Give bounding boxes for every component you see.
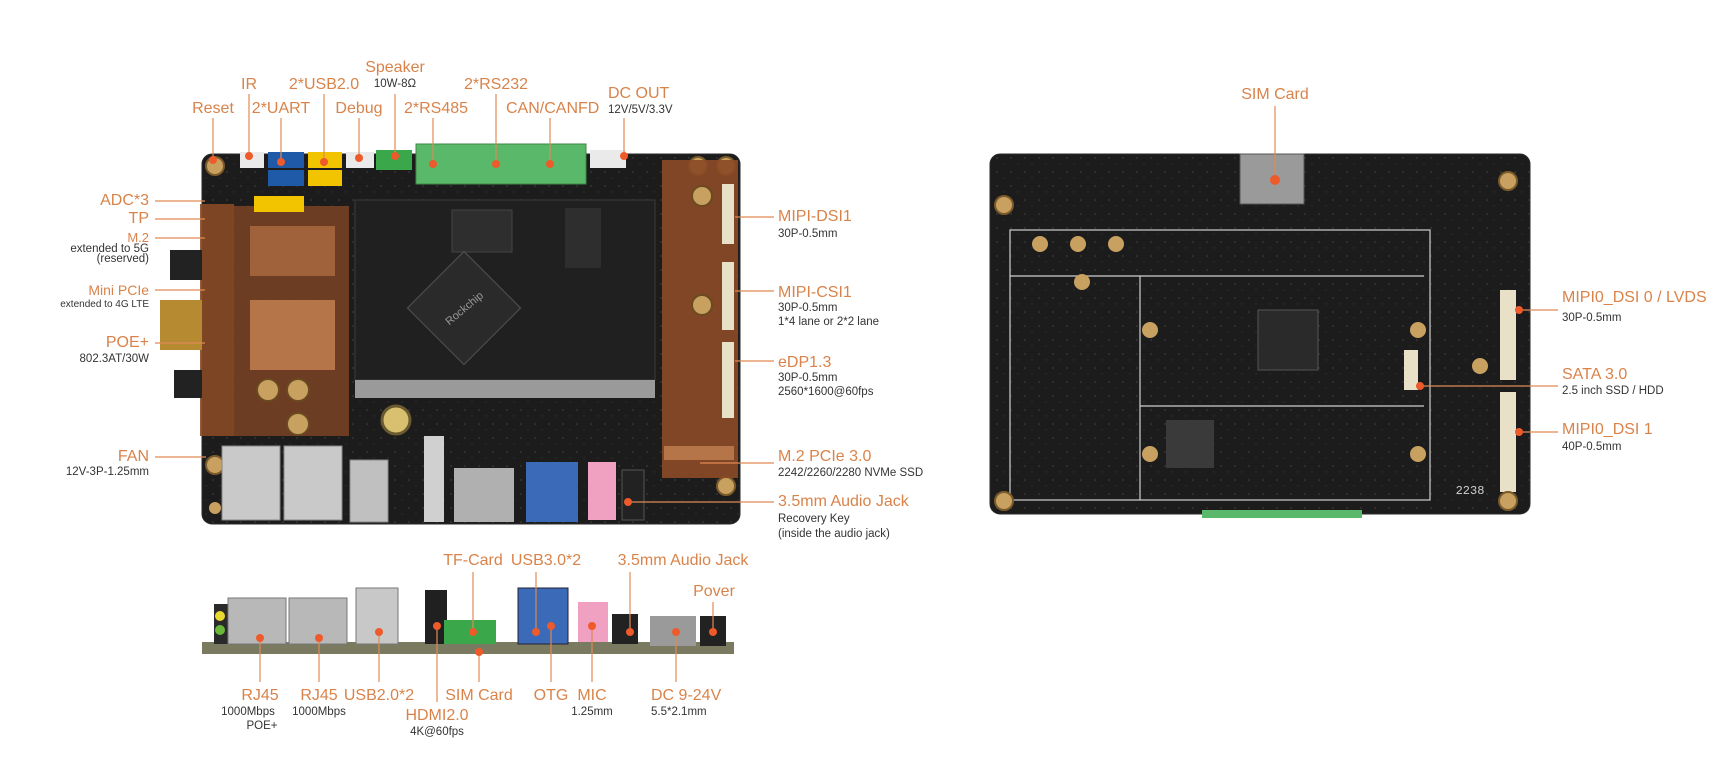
label-rj45-2-sub: 1000Mbps [292, 706, 346, 718]
label-otg: OTG [533, 687, 569, 704]
label-adc: ADC*3 [100, 192, 149, 209]
label-mipi-dsi1: MIPI-DSI1 [778, 208, 852, 225]
label-reset: Reset [192, 100, 234, 117]
label-sata-sub: 2.5 inch SSD / HDD [1562, 385, 1664, 397]
label-debug: Debug [335, 100, 383, 117]
label-usb20-front: USB2.0*2 [343, 687, 415, 704]
label-hdmi-sub: 4K@60fps [410, 726, 464, 738]
label-speaker-sub: 10W-8Ω [373, 78, 417, 90]
label-poe: POE+ [105, 334, 149, 351]
label-rj45-1-sub2: POE+ [246, 720, 278, 732]
label-fan-sub: 12V-3P-1.25mm [65, 466, 149, 478]
label-mipi0-dsi1-sub: 40P-0.5mm [1562, 441, 1622, 453]
label-m2-pcie-sub: 2242/2260/2280 NVMe SSD [778, 467, 924, 479]
label-audio-sub1: Recovery Key [778, 513, 850, 525]
label-mipi-csi1-sub1: 30P-0.5mm [778, 302, 838, 314]
label-audio-jack-top: 3.5mm Audio Jack [778, 493, 909, 510]
front-view-board [202, 587, 734, 654]
label-edp: eDP1.3 [778, 354, 832, 371]
label-usb30: USB3.0*2 [510, 552, 582, 569]
label-rs232: 2*RS232 [463, 76, 529, 93]
label-m2: M.2 [127, 230, 149, 245]
label-mic: MIC [577, 687, 607, 704]
label-rj45-1-sub1: 1000Mbps [221, 706, 275, 718]
label-minipcie: Mini PCIe [88, 282, 149, 298]
label-sim-front: SIM Card [445, 687, 513, 704]
label-dc-out: DC OUT [608, 85, 670, 102]
label-mipi0-dsi1: MIPI0_DSI 1 [1562, 421, 1653, 438]
label-mic-sub: 1.25mm [571, 706, 613, 718]
bottom-silkscreen-code: 2238 [1456, 484, 1485, 498]
label-poe-sub: 802.3AT/30W [79, 353, 149, 365]
label-tf-card: TF-Card [443, 552, 503, 569]
label-power: Pover [693, 583, 735, 600]
label-mipi-csi1-sub2: 1*4 lane or 2*2 lane [778, 316, 880, 328]
label-minipcie-sub: extended to 4G LTE [60, 299, 149, 310]
label-rj45-1: RJ45 [241, 687, 279, 704]
label-hdmi: HDMI2.0 [405, 707, 469, 724]
pointer-dots [209, 152, 1523, 656]
label-mipi-csi1: MIPI-CSI1 [778, 284, 852, 301]
label-edp-sub2: 2560*1600@60fps [778, 386, 874, 398]
label-m2-sub2: (reserved) [96, 253, 149, 265]
label-audio-sub2: (inside the audio jack) [778, 528, 890, 540]
label-can: CAN/CANFD [506, 100, 600, 117]
label-rj45-2: RJ45 [300, 687, 338, 704]
label-mipi0-dsi0-sub: 30P-0.5mm [1562, 312, 1622, 324]
bottom-view-board: 2238 [989, 153, 1531, 518]
label-usb20: 2*USB2.0 [288, 76, 360, 93]
label-dc-in-sub: 5.5*2.1mm [651, 706, 707, 718]
label-m2-sub1: extended to 5G [70, 243, 149, 255]
label-dc-out-sub: 12V/5V/3.3V [608, 104, 673, 116]
label-tp: TP [128, 210, 149, 227]
label-dc-in: DC 9-24V [651, 687, 722, 704]
label-ir: IR [241, 76, 257, 93]
label-m2-pcie: M.2 PCIe 3.0 [778, 448, 872, 465]
label-uart: 2*UART [251, 100, 311, 117]
top-view-board: Rockchip [160, 143, 741, 525]
label-fan: FAN [117, 448, 149, 465]
label-mipi0-dsi0: MIPI0_DSI 0 / LVDS [1562, 289, 1707, 306]
label-mipi-dsi1-sub: 30P-0.5mm [778, 228, 838, 240]
label-speaker: Speaker [365, 59, 425, 76]
label-rs485: 2*RS485 [404, 100, 469, 117]
label-sata: SATA 3.0 [1562, 366, 1628, 383]
label-edp-sub1: 30P-0.5mm [778, 372, 838, 384]
label-front-audio-jack: 3.5mm Audio Jack [617, 552, 749, 569]
leader-lines [155, 94, 1558, 702]
label-sim-bottom: SIM Card [1241, 86, 1309, 103]
